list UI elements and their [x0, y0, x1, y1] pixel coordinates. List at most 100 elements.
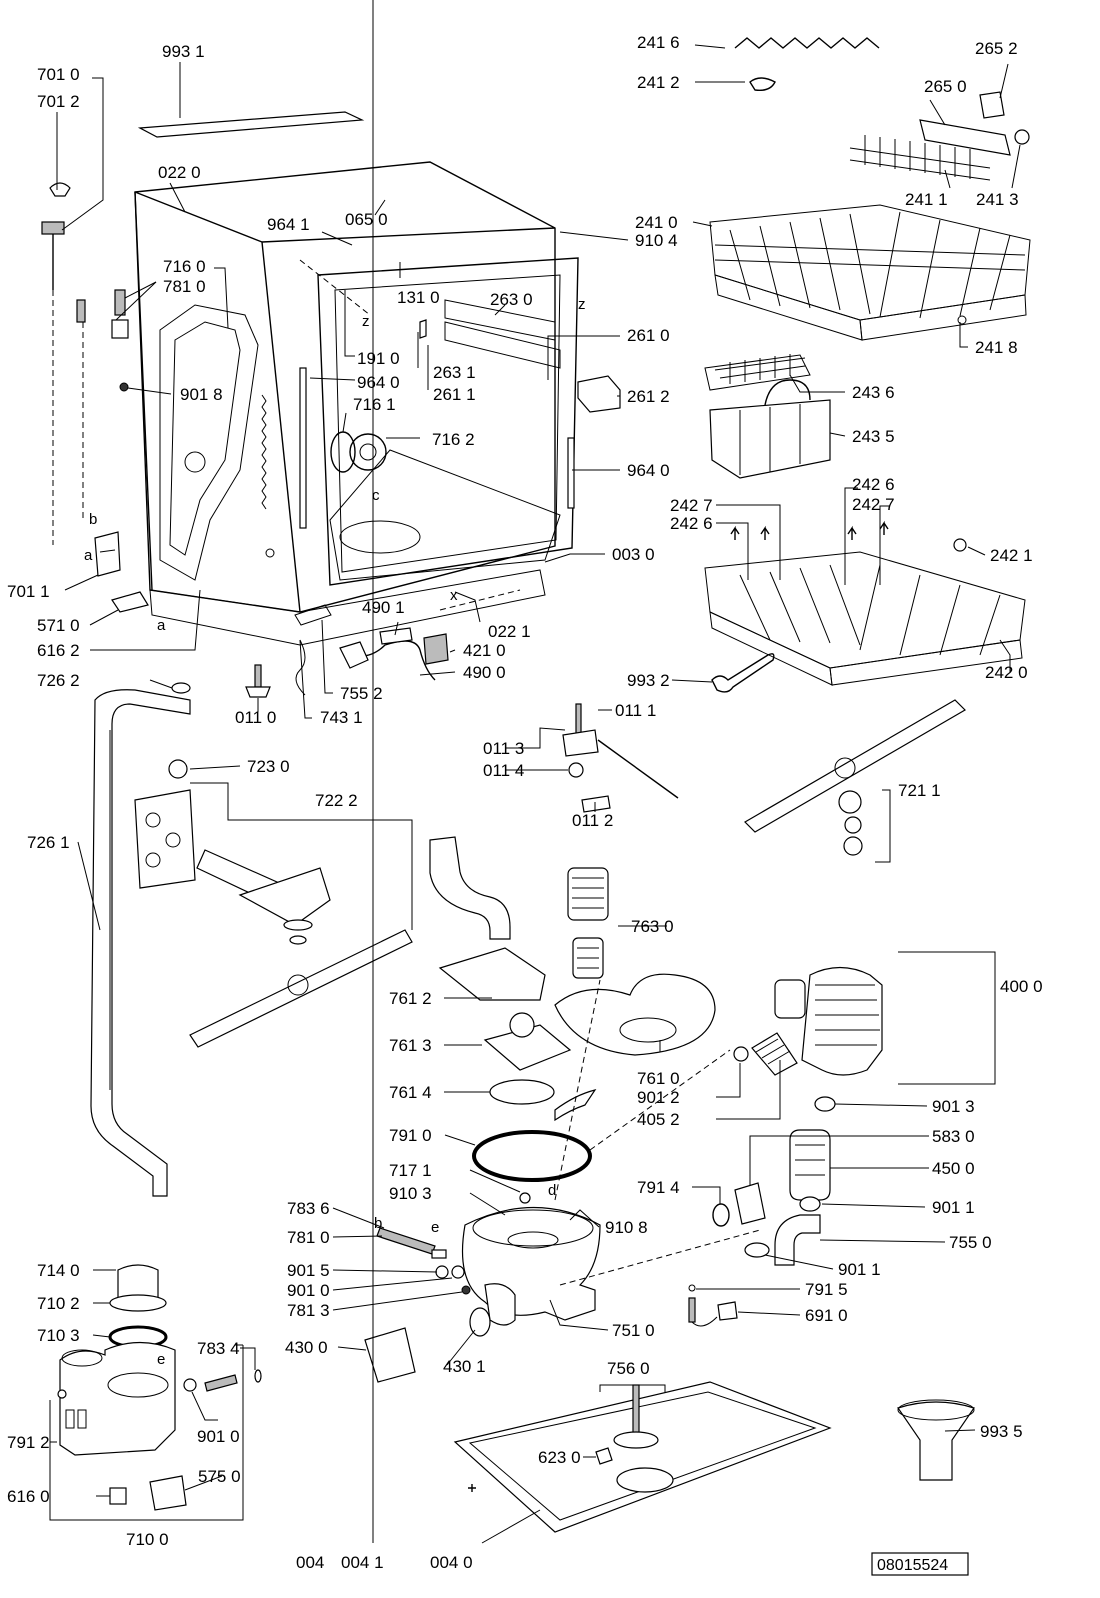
label-421-0: 421 0	[463, 641, 506, 660]
label-242-1: 242 1	[990, 546, 1033, 565]
label-716-2: 716 2	[432, 430, 475, 449]
label-583-0: 583 0	[932, 1127, 975, 1146]
label-751-0: 751 0	[612, 1321, 655, 1340]
label-450-0: 450 0	[932, 1159, 975, 1178]
label-901-2: 901 2	[637, 1088, 680, 1107]
marker-z1: z	[362, 313, 370, 330]
marker-c1: c	[372, 487, 380, 504]
label-490-1: 490 1	[362, 598, 405, 617]
label-490-0: 490 0	[463, 663, 506, 682]
label-993-1: 993 1	[162, 42, 205, 61]
label-011-2: 011 2	[572, 811, 613, 830]
label-716-1: 716 1	[353, 395, 396, 414]
label-241-1: 241 1	[905, 190, 948, 209]
label-022-1: 022 1	[488, 622, 531, 641]
label-901-5: 901 5	[287, 1261, 330, 1280]
label-011-4: 011 4	[483, 761, 524, 780]
label-783-4: 783 4	[197, 1339, 240, 1358]
label-243-6: 243 6	[852, 383, 895, 402]
document-code-box: 08015524	[871, 1552, 969, 1576]
label-791-2: 791 2	[7, 1433, 50, 1452]
label-756-0: 756 0	[607, 1359, 650, 1378]
label-723-0: 723 0	[247, 757, 290, 776]
label-701-2: 701 2	[37, 92, 80, 111]
label-191-0: 191 0	[357, 349, 400, 368]
label-011-3: 011 3	[483, 739, 524, 758]
label-131-0: 131 0	[397, 288, 440, 307]
label-781-0b: 781 0	[287, 1228, 330, 1247]
leader-lines	[49, 0, 1021, 1544]
label-710-2: 710 2	[37, 1294, 80, 1313]
label-910-4: 910 4	[635, 231, 678, 250]
label-717-1: 717 1	[389, 1161, 432, 1180]
marker-e2: e	[157, 1351, 165, 1368]
label-901-1: 901 1	[932, 1198, 975, 1217]
label-701-1: 701 1	[7, 582, 50, 601]
label-761-0: 761 0	[637, 1069, 680, 1088]
label-241-0: 241 0	[635, 213, 678, 232]
marker-b2: b	[374, 1215, 382, 1232]
tub-assembly	[41, 111, 621, 698]
label-430-0: 430 0	[285, 1338, 328, 1357]
label-755-0: 755 0	[949, 1233, 992, 1252]
label-242-7a: 242 7	[670, 496, 713, 515]
label-241-6: 241 6	[637, 33, 680, 52]
left-pipe-assembly	[90, 682, 413, 1197]
label-901-8: 901 8	[180, 385, 223, 404]
label-623-0: 623 0	[538, 1448, 581, 1467]
label-783-6: 783 6	[287, 1199, 330, 1218]
marker-a1: a	[84, 547, 93, 564]
label-430-1: 430 1	[443, 1357, 486, 1376]
document-code: 08015524	[877, 1557, 948, 1574]
marker-x1: x	[450, 587, 458, 604]
label-781-3: 781 3	[287, 1301, 330, 1320]
label-003-0: 003 0	[612, 545, 655, 564]
center-parts	[562, 699, 966, 856]
label-241-8: 241 8	[975, 338, 1018, 357]
marker-d1: d	[548, 1182, 556, 1199]
label-761-3: 761 3	[389, 1036, 432, 1055]
label-004: 004	[296, 1553, 324, 1572]
label-065-0: 065 0	[345, 210, 388, 229]
label-242-6b: 242 6	[852, 475, 895, 494]
label-242-6a: 242 6	[670, 514, 713, 533]
label-901-0a: 901 0	[287, 1281, 330, 1300]
label-791-4: 791 4	[637, 1178, 680, 1197]
label-004-1: 004 1	[341, 1553, 384, 1572]
label-763-0: 763 0	[631, 917, 674, 936]
label-243-5: 243 5	[852, 427, 895, 446]
label-242-7b: 242 7	[852, 495, 895, 514]
label-964-0a: 964 0	[357, 373, 400, 392]
label-714-0: 714 0	[37, 1261, 80, 1280]
label-265-2: 265 2	[975, 39, 1018, 58]
label-901-1b: 901 1	[838, 1260, 881, 1279]
label-242-0: 242 0	[985, 663, 1028, 682]
label-691-0: 691 0	[805, 1306, 848, 1325]
label-400-0: 400 0	[1000, 977, 1043, 996]
label-743-1: 743 1	[320, 708, 363, 727]
label-721-1: 721 1	[898, 781, 941, 800]
label-781-0a: 781 0	[163, 277, 206, 296]
label-993-2: 993 2	[627, 671, 670, 690]
label-710-3: 710 3	[37, 1326, 80, 1345]
label-910-3: 910 3	[389, 1184, 432, 1203]
label-901-0b: 901 0	[197, 1427, 240, 1446]
marker-a2: a	[157, 617, 166, 634]
label-004-0: 004 0	[430, 1553, 473, 1572]
label-964-0b: 964 0	[627, 461, 670, 480]
label-261-0: 261 0	[627, 326, 670, 345]
label-964-1: 964 1	[267, 215, 310, 234]
marker-b1: b	[89, 511, 97, 528]
label-722-2: 722 2	[315, 791, 358, 810]
label-022-0: 022 0	[158, 163, 201, 182]
upper-basket-assembly	[704, 37, 1031, 693]
label-241-3: 241 3	[976, 190, 1019, 209]
label-261-2: 261 2	[627, 387, 670, 406]
label-701-0: 701 0	[37, 65, 80, 84]
label-993-5: 993 5	[980, 1422, 1023, 1441]
base-assembly	[453, 1381, 975, 1533]
water-softener-assembly	[49, 1264, 262, 1521]
label-265-0: 265 0	[924, 77, 967, 96]
label-571-0: 571 0	[37, 616, 80, 635]
